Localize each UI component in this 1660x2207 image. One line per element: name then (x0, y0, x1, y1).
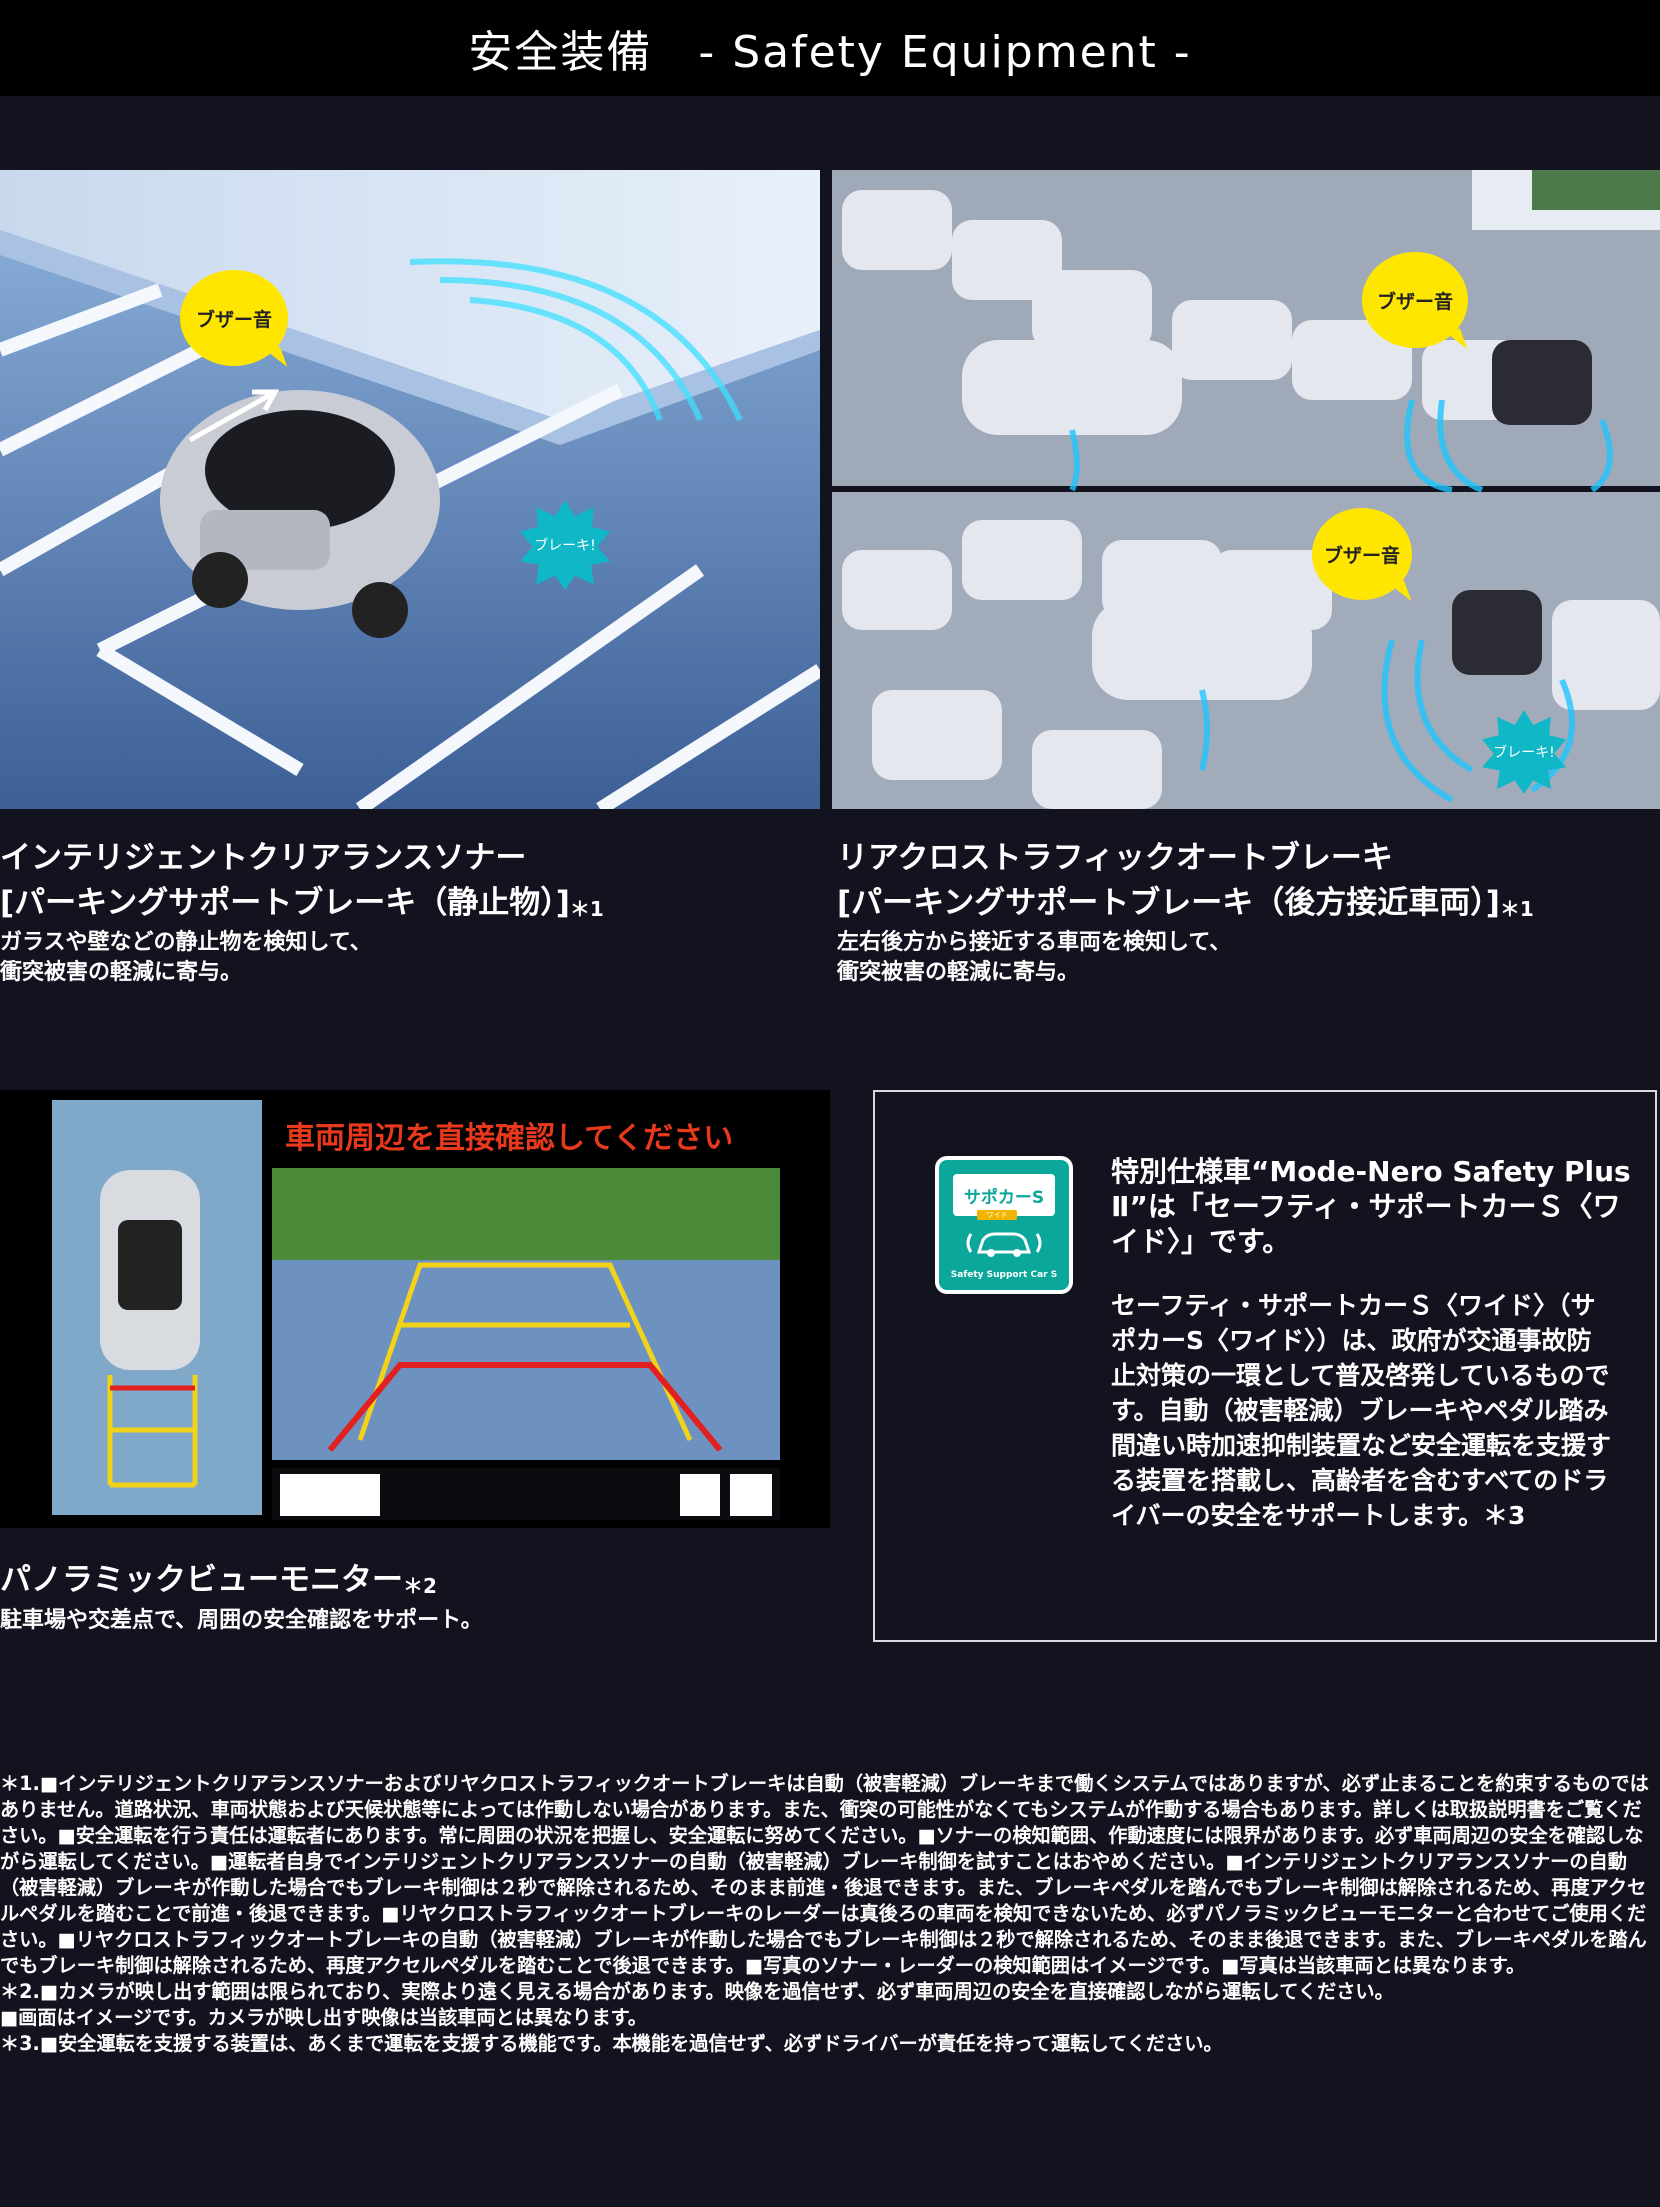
footnote-2: ＊2.■カメラが映し出す範囲は限られており、実際より遠く見える場合があります。映… (0, 1980, 1394, 2003)
footnote-1: ＊1.■インテリジェントクリアランスソナーおよびリヤクロストラフィックオートブレ… (0, 1772, 1649, 1977)
feature-desc-rear-cross-traffic: 左右後方から接近する車両を検知して、 衝突被害の軽減に寄与。 (837, 930, 1232, 985)
safety-box-title: 特別仕様車“Mode-Nero Safety Plus Ⅱ”は「セーフティ・サポ… (1111, 1155, 1631, 1258)
safety-support-car-box: サポカーS ワイド Safety Support Car S 特別仕様車“Mod… (873, 1090, 1657, 1642)
feature-title-panoramic-view: パノラミックビューモニター＊2 (0, 1562, 437, 1598)
page-title: 安全装備 - Safety Equipment - (468, 27, 1192, 78)
footnotes: ＊1.■インテリジェントクリアランスソナーおよびリヤクロストラフィックオートブレ… (0, 1771, 1660, 2057)
rear-cross-traffic-photo: ブザー音 ブザー音 ブレーキ! (832, 170, 1660, 809)
footnote-2b: ■画面はイメージです。カメラが映し出す映像は当該車両とは異なります。 (0, 2006, 648, 2029)
feature-desc-clearance-sonar: ガラスや壁などの静止物を検知して、 衝突被害の軽減に寄与。 (0, 930, 372, 985)
feature-desc-panoramic-view: 駐車場や交差点で、周囲の安全確認をサポート。 (0, 1608, 483, 1633)
logo-subtitle: Safety Support Car S (950, 1270, 1058, 1280)
safety-support-car-logo: サポカーS ワイド Safety Support Car S (935, 1156, 1073, 1294)
buzzer-bubble: ブザー音 (180, 270, 288, 366)
clearance-sonar-photo: ブザー音 ブレーキ! (0, 170, 820, 809)
svg-text:車両周辺を直接確認してください: 車両周辺を直接確認してください (285, 1121, 733, 1156)
feature-title-rear-cross-traffic: リアクロストラフィックオートブレーキ [パーキングサポートブレーキ（後方接近車両… (837, 840, 1534, 921)
panoramic-view-monitor-photo: 車両周辺を直接確認してください (0, 1090, 830, 1528)
buzzer-bubble-top: ブザー音 (1362, 252, 1468, 348)
buzzer-bubble-bottom: ブザー音 (1312, 508, 1412, 600)
logo-text: サポカーS (953, 1174, 1055, 1216)
page-header: 安全装備 - Safety Equipment - (0, 0, 1660, 96)
safety-box-body: セーフティ・サポートカーＳ〈ワイド〉（サポカーS〈ワイド〉）は、政府が交通事故防… (1111, 1291, 1612, 1530)
feature-title-clearance-sonar: インテリジェントクリアランスソナー [パーキングサポートブレーキ（静止物）]＊1 (0, 840, 604, 921)
car-icon (966, 1232, 1042, 1257)
logo-wide-label: ワイド (977, 1210, 1017, 1220)
footnote-3: ＊3.■安全運転を支援する装置は、あくまで運転を支援する機能です。本機能を過信せ… (0, 2032, 1223, 2055)
